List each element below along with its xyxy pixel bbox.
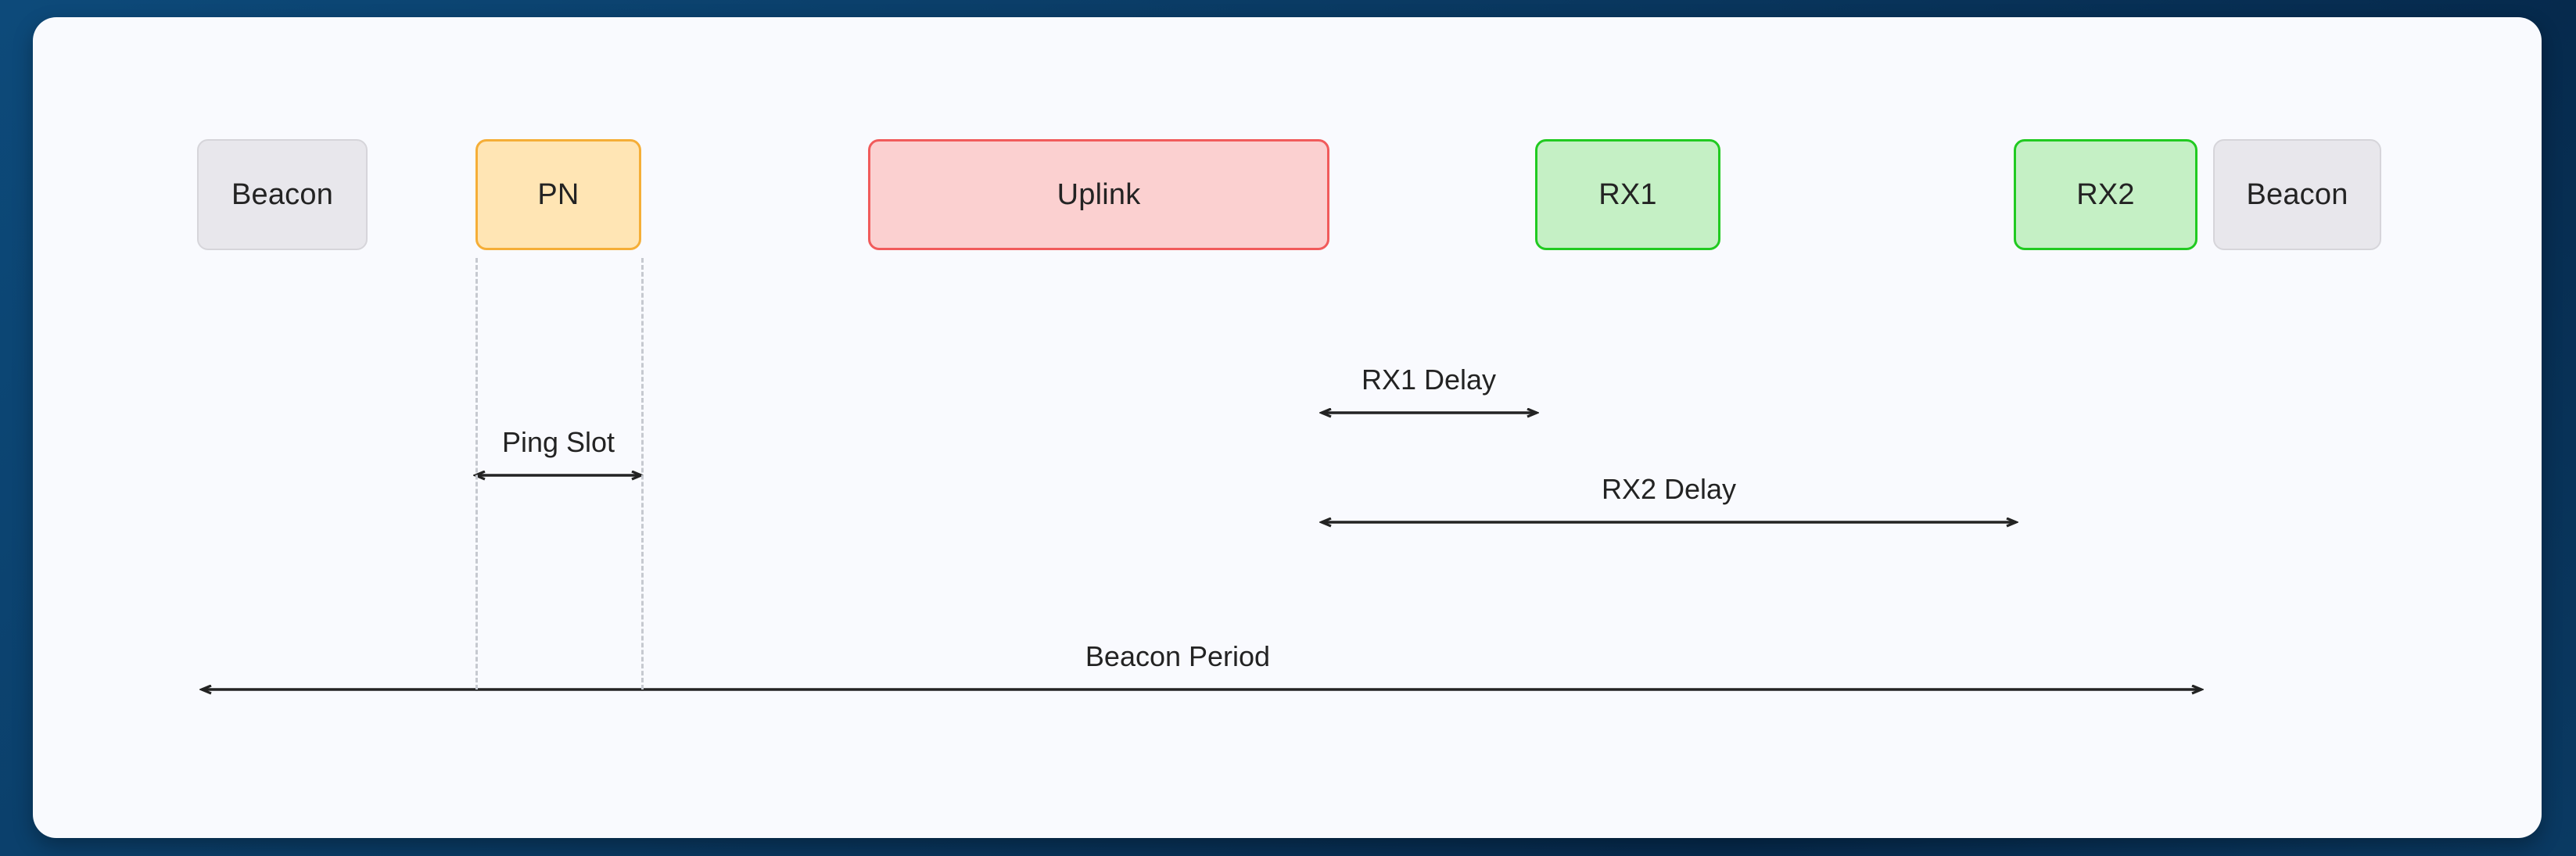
measure-label-rx2-delay: RX2 Delay xyxy=(1601,473,1737,505)
block-label: PN xyxy=(537,178,579,211)
guide-line-ping-slot-right xyxy=(641,258,644,689)
guide-line-ping-slot-left xyxy=(475,258,478,689)
measure-label-ping-slot: Ping Slot xyxy=(501,426,615,458)
timeline-block-beacon-end[interactable]: Beacon xyxy=(2213,139,2381,250)
measure-label-beacon-period: Beacon Period xyxy=(1085,640,1271,672)
block-label: Beacon xyxy=(2246,178,2348,211)
block-label: RX2 xyxy=(2076,178,2135,211)
timeline-block-ping-slot-pn[interactable]: PN xyxy=(475,139,641,250)
timeline-block-rx1[interactable]: RX1 xyxy=(1535,139,1720,250)
block-label: RX1 xyxy=(1598,178,1657,211)
measure-label-rx1-delay: RX1 Delay xyxy=(1361,364,1497,396)
timeline-block-beacon-start[interactable]: Beacon xyxy=(197,139,368,250)
block-label: Beacon xyxy=(231,178,334,211)
timeline-block-rx2[interactable]: RX2 xyxy=(2014,139,2197,250)
timeline-block-uplink[interactable]: Uplink xyxy=(868,139,1329,250)
block-label: Uplink xyxy=(1057,178,1141,211)
